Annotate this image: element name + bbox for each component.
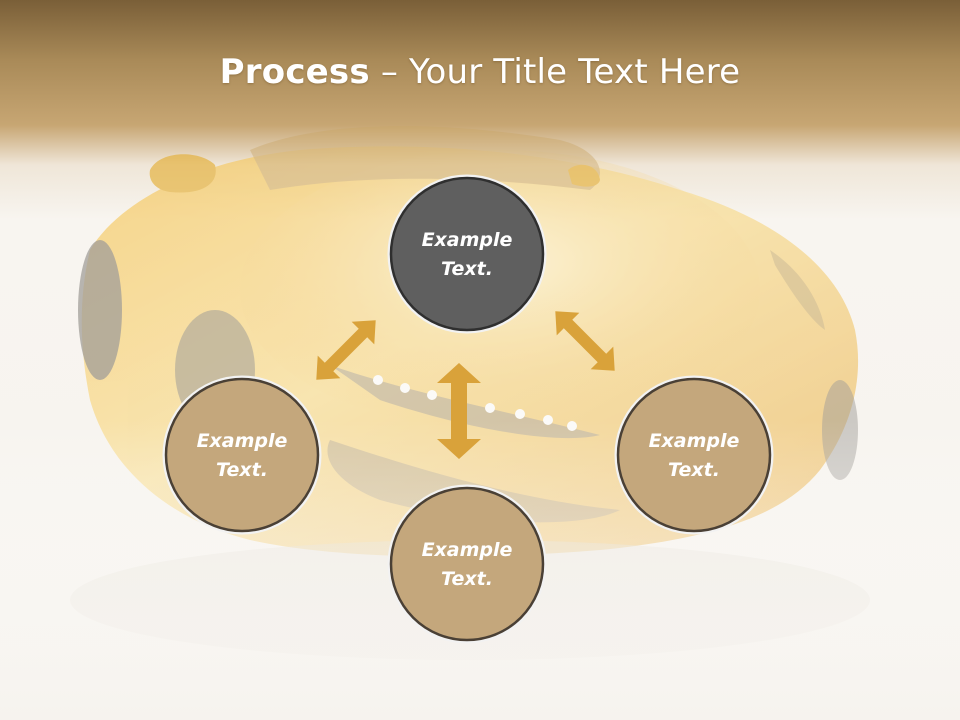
- title-separator: –: [369, 52, 410, 92]
- title-bold: Process: [219, 52, 370, 92]
- slide-title: Process – Your Title Text Here: [0, 52, 960, 92]
- node-bottom-line1: Example: [422, 539, 513, 561]
- node-right-line1: Example: [649, 430, 740, 452]
- arrow-top-bottom: [437, 363, 481, 459]
- node-left-line2: Text.: [216, 459, 268, 481]
- node-left-line1: Example: [197, 430, 288, 452]
- node-right[interactable]: Example Text.: [614, 375, 774, 535]
- double-arrow-icon: [555, 311, 615, 371]
- node-top[interactable]: Example Text.: [387, 174, 547, 334]
- title-rest: Your Title Text Here: [409, 52, 741, 92]
- node-right-line2: Text.: [668, 459, 720, 481]
- double-arrow-icon: [437, 363, 481, 459]
- node-bottom-line2: Text.: [441, 568, 493, 590]
- node-bottom[interactable]: Example Text.: [387, 484, 547, 644]
- double-arrow-icon: [316, 320, 376, 380]
- arrow-top-right: [555, 311, 615, 371]
- arrow-top-left: [316, 320, 376, 380]
- node-left[interactable]: Example Text.: [162, 375, 322, 535]
- node-top-line2: Text.: [441, 258, 493, 280]
- node-top-line1: Example: [422, 229, 513, 251]
